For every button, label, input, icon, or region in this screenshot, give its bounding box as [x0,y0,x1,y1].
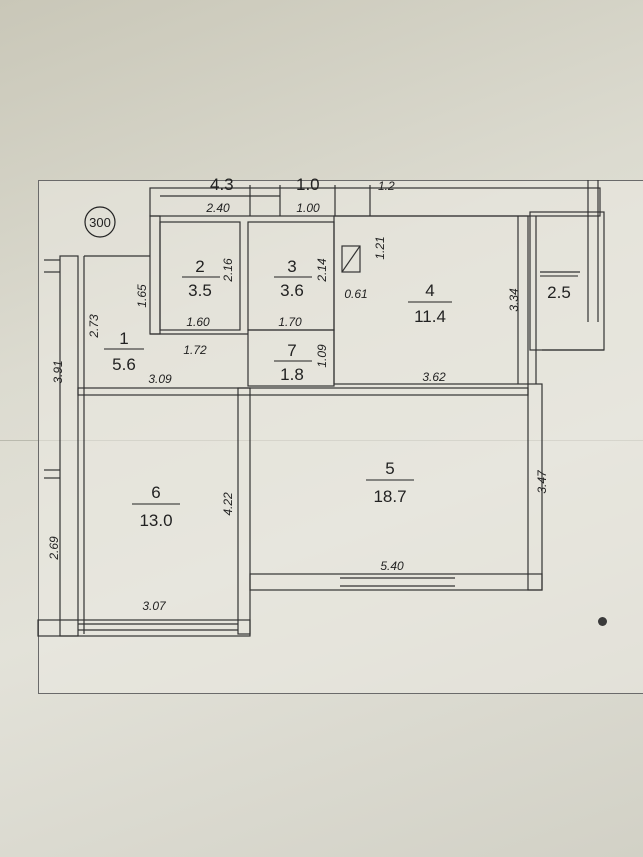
room-3-area: 3.6 [280,281,304,300]
room-7-number: 7 [287,341,296,360]
room-6-bottom-wall [37,619,251,637]
balcony-area: 2.5 [547,283,571,302]
dim-1-70: 1.70 [278,315,302,329]
walls [37,180,605,637]
dim-2-69: 2.69 [47,536,61,561]
room-1-area: 5.6 [112,355,136,374]
room-5-bottom-wall [249,573,543,591]
fixture [341,245,361,273]
dim-2-73: 2.73 [87,314,101,339]
dim-3-34: 3.34 [507,288,521,312]
mid-partition [77,387,529,396]
clipped-area-top: 4.3 [210,175,234,194]
room-2-number: 2 [195,257,204,276]
dim-3-07: 3.07 [142,599,167,613]
clipped-dim-right: 1.2 [378,179,395,193]
dim-1-72: 1.72 [183,343,207,357]
dim-3-62: 3.62 [422,370,446,384]
room-6-number: 6 [151,483,160,502]
room-2-outline [159,221,241,331]
room-4-number: 4 [425,281,434,300]
left-wall [59,255,79,637]
hall-wall [149,215,161,335]
dim-1-00: 1.00 [296,201,320,215]
dim-1-60: 1.60 [186,315,210,329]
room-4-area: 11.4 [414,307,446,326]
room-2-area: 3.5 [188,281,212,300]
dim-1-21: 1.21 [373,236,387,259]
room-7-area: 1.8 [280,365,304,384]
dim-4-22: 4.22 [221,492,235,516]
room-3-number: 3 [287,257,296,276]
room-1-number: 1 [119,329,128,348]
room-5-area: 18.7 [373,487,406,506]
stamp-circle [84,206,116,238]
stamp-number: 300 [89,215,111,230]
pin-hole [598,617,607,626]
balcony-outline [529,211,605,351]
dim-3-09: 3.09 [148,372,172,386]
room-4-outline [333,215,529,385]
clipped-area-wc: 1.0 [296,175,320,194]
partition-6-5 [237,387,251,635]
dim-5-40: 5.40 [380,559,404,573]
dim-3-47: 3.47 [535,469,549,494]
dim-1-65: 1.65 [135,284,149,308]
room-6-area: 13.0 [139,511,172,530]
dim-2-40: 2.40 [205,201,230,215]
dim-3-91: 3.91 [51,360,65,383]
dim-0-61: 0.61 [344,287,367,301]
room-5-number: 5 [385,459,394,478]
dim-2-16: 2.16 [221,258,235,283]
dim-1-09: 1.09 [315,344,329,368]
dim-2-14: 2.14 [315,258,329,283]
